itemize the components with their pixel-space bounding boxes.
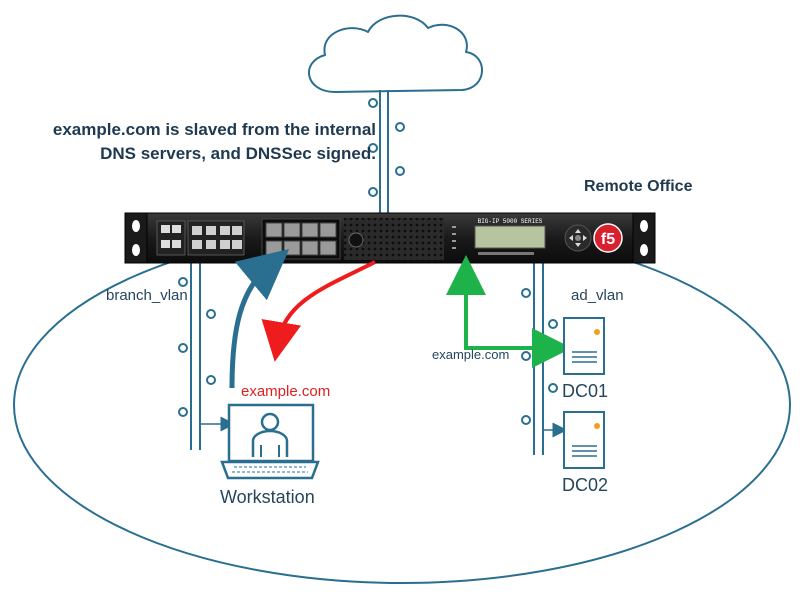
dc01-label: DC01: [562, 381, 609, 401]
workstation-label: Workstation: [220, 487, 315, 507]
internet-uplink: [368, 90, 405, 215]
bigip-appliance: BIG-IP 5000 SERIES f5: [124, 212, 656, 264]
dc02-label: DC02: [562, 475, 609, 495]
server-icon: [563, 317, 605, 375]
f5-logo-text: f5: [601, 231, 615, 248]
zone-transfer-arrow: [446, 255, 572, 368]
branch-vlan-label: branch_vlan: [106, 287, 188, 304]
slave-zone-annotation: example.com is slaved from the internal …: [18, 118, 376, 166]
dns-response-arrow: [261, 260, 376, 362]
workstation-user-icon: [220, 403, 320, 480]
server-icon: [563, 411, 605, 469]
zone-transfer-label: example.com: [432, 347, 510, 362]
ad-vlan-label: ad_vlan: [571, 287, 624, 304]
cloud-icon: [308, 14, 483, 93]
f5-logo-icon: f5: [593, 223, 623, 253]
branch-vlan-link: [178, 258, 236, 450]
appliance-series-label: BIG-IP 5000 SERIES: [478, 218, 543, 225]
client-query-label: example.com: [241, 383, 331, 400]
annotation-line-2: DNS servers, and DNSSec signed.: [100, 144, 376, 163]
client-query-arrow: [229, 248, 290, 389]
ad-vlan-link: [521, 258, 568, 455]
annotation-line-1: example.com is slaved from the internal: [52, 120, 376, 139]
remote-office-label: Remote Office: [584, 178, 693, 195]
remote-office-boundary: [13, 226, 791, 584]
